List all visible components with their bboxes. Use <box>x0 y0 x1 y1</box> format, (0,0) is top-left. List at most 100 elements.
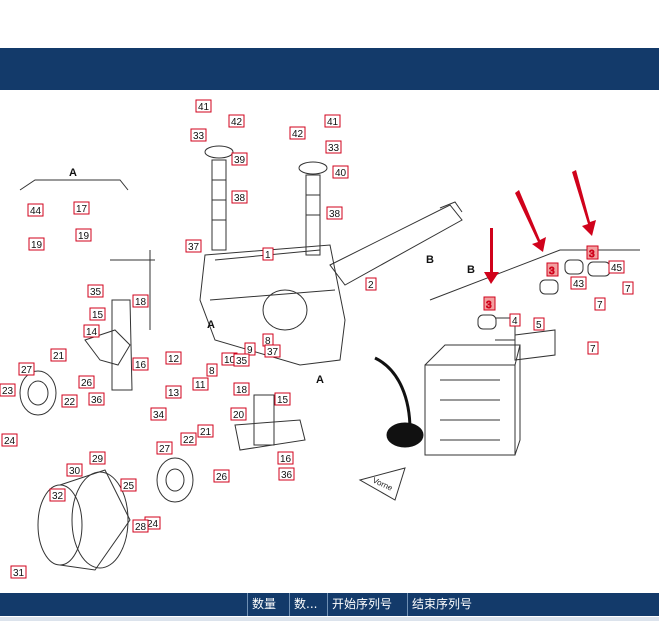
callout-label: 41 <box>198 102 210 113</box>
callout-13[interactable]: 13 <box>165 385 182 399</box>
callout-label: 21 <box>53 351 65 362</box>
callout-16[interactable]: 16 <box>132 357 149 371</box>
callout-label: 41 <box>327 117 339 128</box>
callout-label: 38 <box>234 193 246 204</box>
callout-28[interactable]: 28 <box>132 519 149 533</box>
callout-24[interactable]: 24 <box>1 433 18 447</box>
callout-3-highlight[interactable]: 3 <box>549 266 556 278</box>
callout-7[interactable]: 7 <box>594 297 606 311</box>
callout-3-highlight[interactable]: 3 <box>486 300 493 312</box>
callout-label: 38 <box>329 209 341 220</box>
callout-label: 18 <box>236 385 248 396</box>
callout-label: 7 <box>625 284 631 295</box>
callout-12[interactable]: 12 <box>165 351 182 365</box>
callout-25[interactable]: 25 <box>120 478 137 492</box>
callout-11[interactable]: 11 <box>192 377 209 391</box>
callout-17[interactable]: 17 <box>73 201 90 215</box>
callout-1[interactable]: 1 <box>262 247 274 261</box>
callout-label: 16 <box>135 360 147 371</box>
callout-31[interactable]: 31 <box>10 565 27 579</box>
callout-label: 5 <box>536 320 542 331</box>
callout-5[interactable]: 5 <box>533 317 545 331</box>
callout-label: 19 <box>31 240 43 251</box>
callout-33[interactable]: 33 <box>325 140 342 154</box>
table-header: 数量 数... 开始序列号 结束序列号 <box>0 593 659 616</box>
callout-label: 36 <box>91 395 103 406</box>
callout-label: 4 <box>512 316 518 327</box>
callout-38[interactable]: 38 <box>326 206 343 220</box>
callout-label: 14 <box>86 327 98 338</box>
callout-label: 33 <box>328 143 340 154</box>
callout-8[interactable]: 8 <box>206 363 218 377</box>
callout-19[interactable]: 19 <box>28 237 45 251</box>
callout-label: 26 <box>216 472 228 483</box>
callout-label: 29 <box>92 454 104 465</box>
callout-18[interactable]: 18 <box>132 294 149 308</box>
callout-29[interactable]: 29 <box>89 451 106 465</box>
callout-18[interactable]: 18 <box>233 382 250 396</box>
callout-label: 42 <box>292 129 304 140</box>
callout-26[interactable]: 26 <box>78 375 95 389</box>
callout-9[interactable]: 9 <box>244 342 256 356</box>
callout-27[interactable]: 27 <box>156 441 173 455</box>
callout-22[interactable]: 22 <box>180 432 197 446</box>
callout-label: 24 <box>147 519 159 530</box>
callout-22[interactable]: 22 <box>61 394 78 408</box>
callout-15[interactable]: 15 <box>274 392 291 406</box>
column-end-serial[interactable]: 结束序列号 <box>407 593 659 616</box>
callout-label: 32 <box>52 491 64 502</box>
callout-43[interactable]: 43 <box>570 276 587 290</box>
callout-35[interactable]: 35 <box>87 284 104 298</box>
callout-36[interactable]: 36 <box>88 392 105 406</box>
callout-14[interactable]: 14 <box>83 324 100 338</box>
callout-42[interactable]: 42 <box>228 114 245 128</box>
callout-45[interactable]: 45 <box>608 260 625 274</box>
column-quantity[interactable]: 数量 <box>247 593 289 616</box>
callout-7[interactable]: 7 <box>622 281 634 295</box>
callout-4[interactable]: 4 <box>509 313 521 327</box>
callout-42[interactable]: 42 <box>289 126 306 140</box>
callout-label: 17 <box>76 204 88 215</box>
callout-7[interactable]: 7 <box>587 341 599 355</box>
column-number[interactable]: 数... <box>289 593 327 616</box>
callout-21[interactable]: 21 <box>197 424 214 438</box>
view-label-b: B <box>467 264 475 276</box>
callout-37[interactable]: 37 <box>264 344 281 358</box>
view-label-a: A <box>69 167 77 179</box>
callout-38[interactable]: 38 <box>231 190 248 204</box>
callout-21[interactable]: 21 <box>50 348 67 362</box>
callout-34[interactable]: 34 <box>150 407 167 421</box>
callout-label: 15 <box>277 395 289 406</box>
callout-26[interactable]: 26 <box>213 469 230 483</box>
callout-33[interactable]: 33 <box>190 128 207 142</box>
callout-32[interactable]: 32 <box>49 488 66 502</box>
callout-40[interactable]: 40 <box>332 165 349 179</box>
callout-27[interactable]: 27 <box>18 362 35 376</box>
callout-label: 39 <box>234 155 246 166</box>
callout-label: 35 <box>90 287 102 298</box>
callout-19[interactable]: 19 <box>75 228 92 242</box>
callout-label: 8 <box>209 366 215 377</box>
column-start-serial[interactable]: 开始序列号 <box>327 593 407 616</box>
callout-30[interactable]: 30 <box>66 463 83 477</box>
callout-label: 7 <box>590 344 596 355</box>
callout-41[interactable]: 41 <box>195 99 212 113</box>
callout-39[interactable]: 39 <box>231 152 248 166</box>
callout-label: 8 <box>265 336 271 347</box>
callout-label: 23 <box>2 386 14 397</box>
callout-16[interactable]: 16 <box>277 451 294 465</box>
callout-3-highlight[interactable]: 3 <box>589 249 596 261</box>
callout-label: 25 <box>123 481 135 492</box>
callout-35[interactable]: 35 <box>233 353 250 367</box>
callout-37[interactable]: 37 <box>185 239 202 253</box>
callout-44[interactable]: 44 <box>27 203 44 217</box>
callout-label: 22 <box>64 397 76 408</box>
callout-label: 10 <box>224 355 236 366</box>
callout-23[interactable]: 23 <box>0 383 16 397</box>
callout-15[interactable]: 15 <box>89 307 106 321</box>
callout-41[interactable]: 41 <box>324 114 341 128</box>
callout-2[interactable]: 2 <box>365 277 377 291</box>
callout-36[interactable]: 36 <box>278 467 295 481</box>
callout-20[interactable]: 20 <box>230 407 247 421</box>
